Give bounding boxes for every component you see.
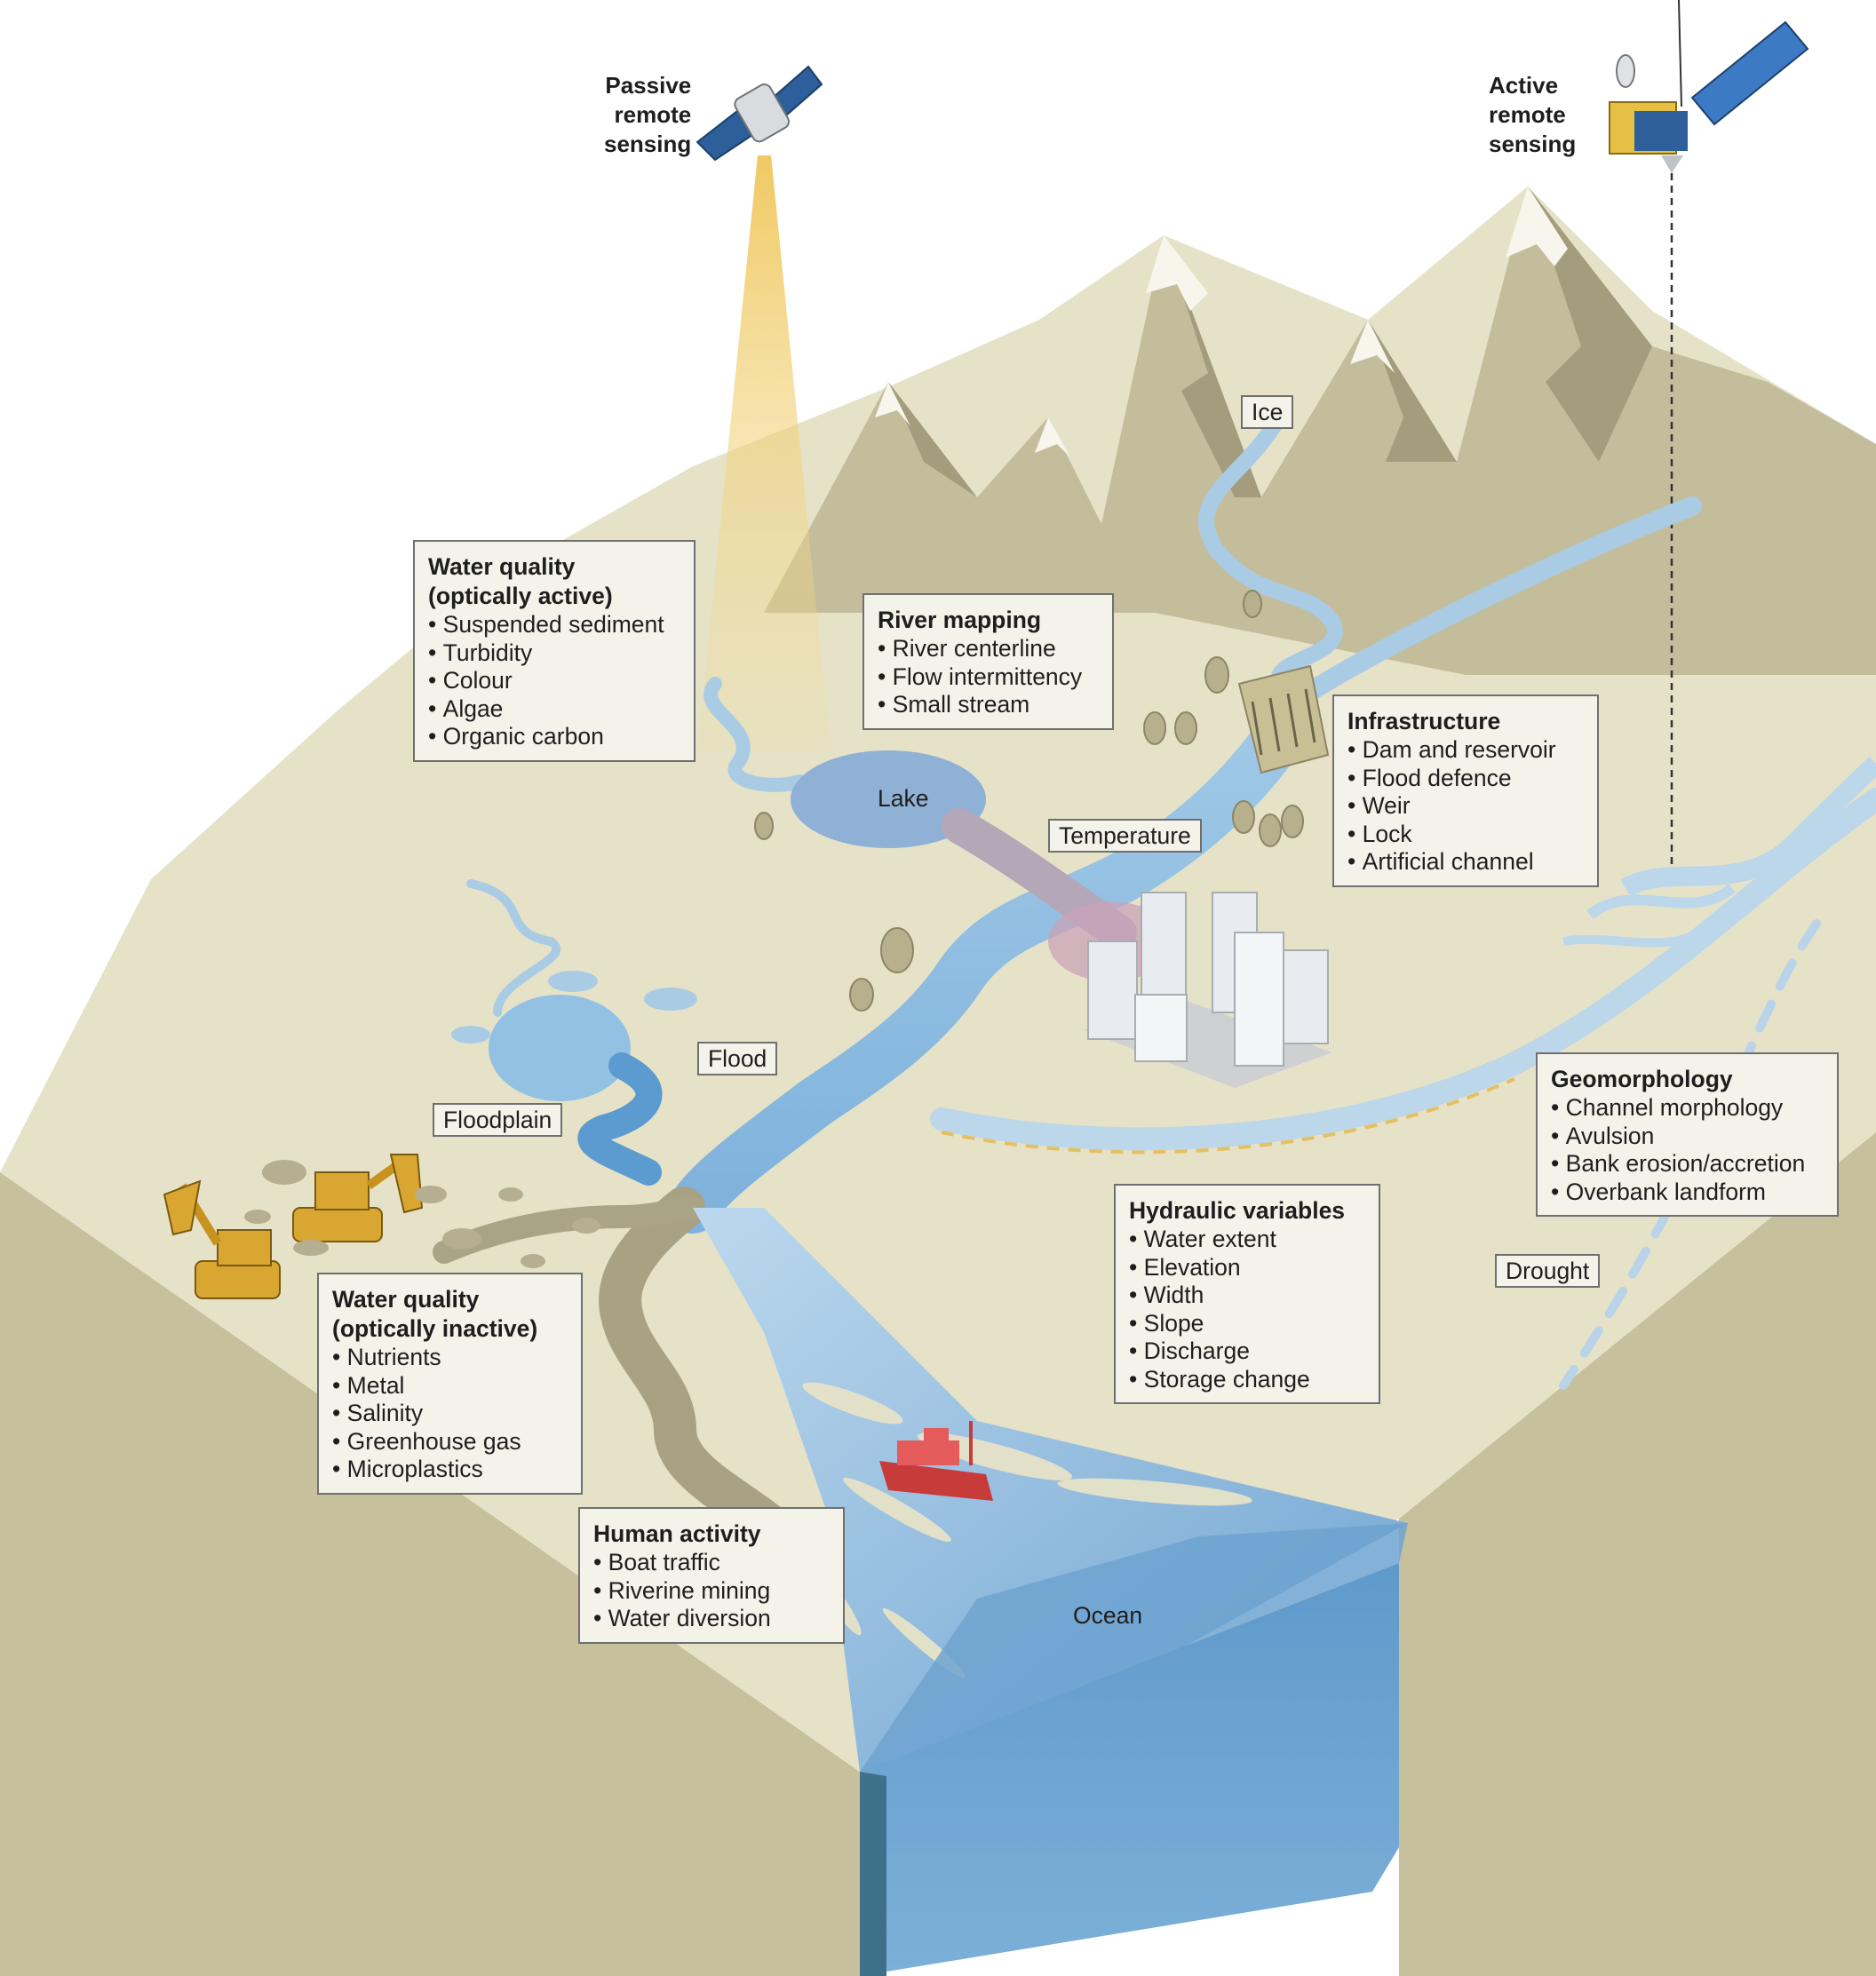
list-item: Nutrients (332, 1344, 568, 1372)
flood-label: Flood (697, 1042, 778, 1075)
river-mapping-box: River mapping River centerline Flow inte… (862, 593, 1114, 730)
list-item: Algae (428, 695, 680, 724)
list-item: Salinity (332, 1400, 568, 1428)
trees (754, 590, 1304, 1012)
box-title: Hydraulic variables (1129, 1197, 1346, 1224)
list-item: Suspended sediment (428, 611, 680, 639)
list-item: Overbank landform (1551, 1178, 1824, 1207)
list-item: Storage change (1129, 1366, 1365, 1394)
terrain-left-face (0, 1172, 860, 1976)
passive-remote-sensing-label: Passive remote sensing (604, 72, 692, 157)
list-item: Discharge (1129, 1337, 1365, 1366)
list-item: Avulsion (1551, 1123, 1824, 1151)
lake-label: Lake (878, 785, 929, 812)
passive-satellite (696, 65, 823, 162)
list-item: Boat traffic (593, 1549, 830, 1577)
box-title: Infrastructure (1347, 708, 1501, 734)
drought-label: Drought (1495, 1254, 1601, 1288)
list-item: Flow intermittency (878, 663, 1099, 692)
box-title: (optically active) (428, 583, 613, 609)
flood-lake (489, 995, 631, 1101)
flood-channel (577, 1052, 663, 1186)
floodplain-stream (466, 879, 560, 1017)
box-title: Water quality (332, 1286, 480, 1313)
sediment-plume (599, 1186, 803, 1558)
list-item: Lock (1347, 821, 1584, 849)
list-item: Dam and reservoir (1347, 736, 1584, 765)
geomorphology-box: Geomorphology Channel morphology Avulsio… (1536, 1052, 1839, 1217)
ocean-side-face (860, 1772, 886, 1976)
list-item: Turbidity (428, 639, 680, 668)
lake (791, 750, 986, 848)
list-item: Water extent (1129, 1226, 1365, 1254)
glacier-stream (1198, 409, 1343, 710)
box-title: Human activity (593, 1520, 761, 1547)
temperature-label: Temperature (1048, 819, 1202, 853)
excavators (163, 1154, 424, 1299)
sediment-piles (244, 1160, 600, 1268)
ocean-surface (860, 1523, 1408, 1772)
list-item: Flood defence (1347, 765, 1584, 793)
city-buildings (1084, 892, 1332, 1088)
list-item: Colour (428, 667, 680, 695)
human-activity-box: Human activity Boat traffic Riverine min… (578, 1507, 845, 1644)
delta-water (693, 1208, 1408, 1772)
box-title: Water quality (428, 553, 576, 580)
list-item: Small stream (878, 691, 1099, 719)
infrastructure-box: Infrastructure Dam and reservoir Flood d… (1332, 694, 1599, 887)
levee-road (941, 1077, 1515, 1155)
braided-river (1620, 756, 1876, 897)
water-quality-inactive-box: Water quality (optically inactive) Nutri… (317, 1273, 583, 1495)
ice-label: Ice (1241, 395, 1294, 429)
water-quality-active-box: Water quality (optically active) Suspend… (413, 540, 696, 762)
side-tributary (930, 788, 1876, 1151)
terrain-right-face (1399, 1132, 1876, 1976)
list-item: Slope (1129, 1310, 1365, 1338)
list-item: Artificial channel (1347, 848, 1584, 877)
floodplain-label: Floodplain (433, 1103, 563, 1137)
list-item: Organic carbon (428, 723, 680, 751)
list-item: Width (1129, 1282, 1365, 1310)
list-item: Water diversion (593, 1605, 830, 1633)
list-item: Elevation (1129, 1254, 1365, 1282)
list-item: River centerline (878, 635, 1099, 663)
list-item: Riverine mining (593, 1577, 830, 1606)
ocean-label: Ocean (1073, 1602, 1143, 1629)
box-title: River mapping (878, 607, 1042, 633)
list-item: Channel morphology (1551, 1094, 1824, 1123)
list-item: Greenhouse gas (332, 1428, 568, 1456)
list-item: Microplastics (332, 1456, 568, 1484)
dam (1237, 664, 1330, 774)
active-satellite (1609, 0, 1809, 173)
list-item: Metal (332, 1372, 568, 1401)
passive-sensing-beam (697, 155, 831, 750)
hydraulic-variables-box: Hydraulic variables Water extent Elevati… (1114, 1184, 1380, 1404)
lake-inlet-stream (704, 677, 807, 792)
boat (879, 1421, 993, 1501)
box-title: (optically inactive) (332, 1315, 538, 1342)
list-item: Bank erosion/accretion (1551, 1150, 1824, 1178)
mining-channel (433, 1196, 704, 1264)
list-item: Weir (1347, 792, 1584, 821)
box-title: Geomorphology (1551, 1066, 1733, 1092)
active-remote-sensing-label: Active remote sensing (1489, 72, 1577, 157)
ocean-front-face (860, 1563, 1399, 1976)
